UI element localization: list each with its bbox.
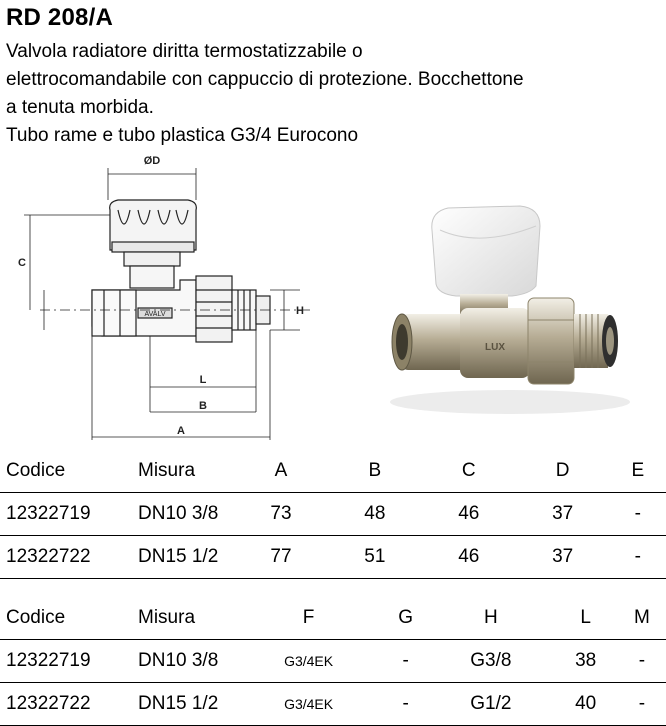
table-cell: - [638, 650, 646, 671]
table-cell: 12322719 [6, 650, 91, 671]
table-cell: 51 [364, 546, 386, 567]
table-cell: 46 [458, 503, 480, 524]
column-header: F [302, 607, 315, 628]
table-row: 12322719 DN10 3/8 G3/4EK - G3/8 38 - [0, 640, 666, 683]
table-cell: 48 [364, 503, 386, 524]
table-cell: 12322719 [6, 503, 91, 524]
column-header: L [580, 607, 591, 628]
table-cell: 77 [270, 546, 292, 567]
table-cell: - [638, 693, 646, 714]
description-line: a tenuta morbida. [6, 97, 154, 118]
product-title: RD 208/A [6, 4, 113, 31]
table-cell: G3/4EK [284, 696, 334, 712]
table-cell: 37 [552, 503, 574, 524]
table-row: 12322722 DN15 1/2 77 51 46 37 - [0, 536, 666, 579]
table-cell: 73 [270, 503, 292, 524]
dim-label-c: C [18, 257, 26, 269]
table-cell: DN10 3/8 [138, 650, 219, 671]
table-header-row: Codice Misura F G H L M [0, 597, 666, 640]
column-header: Codice [6, 607, 66, 628]
column-header: Codice [6, 460, 66, 481]
column-header: B [368, 460, 382, 481]
technical-drawing: AVALV ØD C H L B [18, 155, 310, 440]
table-row: 12322722 DN15 1/2 G3/4EK - G1/2 40 - [0, 683, 666, 726]
column-header: Misura [138, 460, 196, 481]
description-line: Valvola radiatore diritta termostatizzab… [6, 41, 363, 62]
table-cell: 40 [575, 693, 597, 714]
column-header: M [633, 607, 650, 628]
table-cell: - [634, 503, 641, 524]
table-row: 12322719 DN10 3/8 73 48 46 37 - [0, 493, 666, 536]
column-header: Misura [138, 607, 196, 628]
dim-label-d: ØD [144, 155, 161, 167]
column-header: H [483, 607, 498, 628]
table-cell: 12322722 [6, 546, 91, 567]
column-header: D [555, 460, 570, 481]
description-line: elettrocomandabile con cappuccio di prot… [6, 69, 524, 90]
table-cell: G3/8 [470, 650, 512, 671]
table-cell: 12322722 [6, 693, 91, 714]
svg-text:AVALV: AVALV [144, 311, 165, 318]
connections-table: Codice Misura F G H L M 12322719 DN10 3/… [0, 597, 666, 726]
table-cell: G3/4EK [284, 653, 334, 669]
table-cell: - [402, 693, 409, 714]
table-cell: DN15 1/2 [138, 546, 219, 567]
dim-label-l: L [200, 374, 207, 386]
table-header-row: Codice Misura A B C D E [0, 450, 666, 493]
table-cell: 38 [575, 650, 597, 671]
table-cell: DN15 1/2 [138, 693, 219, 714]
product-description: Valvola radiatore diritta termostatizzab… [6, 38, 666, 150]
table-cell: DN10 3/8 [138, 503, 219, 524]
table-cell: 46 [458, 546, 480, 567]
column-header: A [274, 460, 288, 481]
column-header: E [631, 460, 645, 481]
table-cell: G1/2 [470, 693, 512, 714]
brand-mark: LUX [485, 342, 505, 353]
table-cell: 37 [552, 546, 574, 567]
dimensions-table: Codice Misura A B C D E 12322719 DN10 3/… [0, 450, 666, 579]
description-line: Tubo rame e tubo plastica G3/4 Eurocono [6, 125, 359, 146]
table-cell: - [402, 650, 409, 671]
table-cell: - [634, 546, 641, 567]
column-header: C [461, 460, 476, 481]
dim-label-h: H [296, 305, 304, 317]
column-header: G [398, 607, 414, 628]
product-photo: LUX [390, 205, 630, 414]
dim-label-a: A [177, 425, 185, 437]
dim-label-b: B [199, 400, 207, 412]
